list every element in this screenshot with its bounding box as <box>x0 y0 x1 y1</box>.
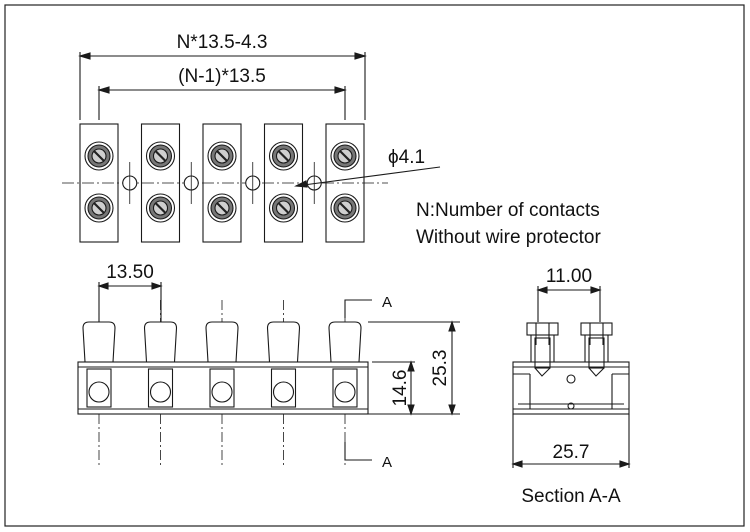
screw <box>145 193 176 223</box>
contact-block <box>79 123 119 243</box>
dim-height-total: 25.3 <box>430 350 451 387</box>
screw <box>207 141 237 171</box>
dim-pitch-span: (N-1)*13.5 <box>178 66 266 87</box>
screw <box>330 141 360 171</box>
dim-hole-diameter: ϕ4.1 <box>388 147 425 168</box>
section-caption: Section A-A <box>521 486 621 507</box>
contact-block <box>325 123 365 243</box>
section-mark-bottom: A <box>382 454 392 471</box>
screw <box>207 193 237 223</box>
front-view <box>77 282 460 465</box>
hole-diameter-leader <box>294 166 441 188</box>
dim-height-body: 14.6 <box>390 370 411 407</box>
screw <box>268 141 299 171</box>
dim-section-width: 25.7 <box>553 442 590 463</box>
contact-front <box>328 300 362 465</box>
dim-pitch: 13.50 <box>106 262 154 283</box>
note-number-of-contacts: N:Number of contacts <box>416 200 600 221</box>
contact-front <box>82 300 116 465</box>
contact-block <box>140 123 181 243</box>
screw <box>268 193 299 223</box>
screw <box>330 193 360 223</box>
contact-front <box>266 300 301 465</box>
section-view <box>511 286 631 468</box>
contact-block <box>202 123 242 243</box>
dim-section-top: 11.00 <box>546 266 592 287</box>
contact-front <box>205 300 239 465</box>
section-mark-top: A <box>382 294 392 311</box>
screw <box>84 193 114 223</box>
contact-front <box>143 300 178 465</box>
top-view <box>62 52 388 243</box>
screw <box>84 141 114 171</box>
sheet-frame <box>4 4 745 527</box>
screw <box>145 141 176 171</box>
dim-total-length: N*13.5-4.3 <box>177 32 268 53</box>
note-without-wire-protector: Without wire protector <box>416 227 601 248</box>
